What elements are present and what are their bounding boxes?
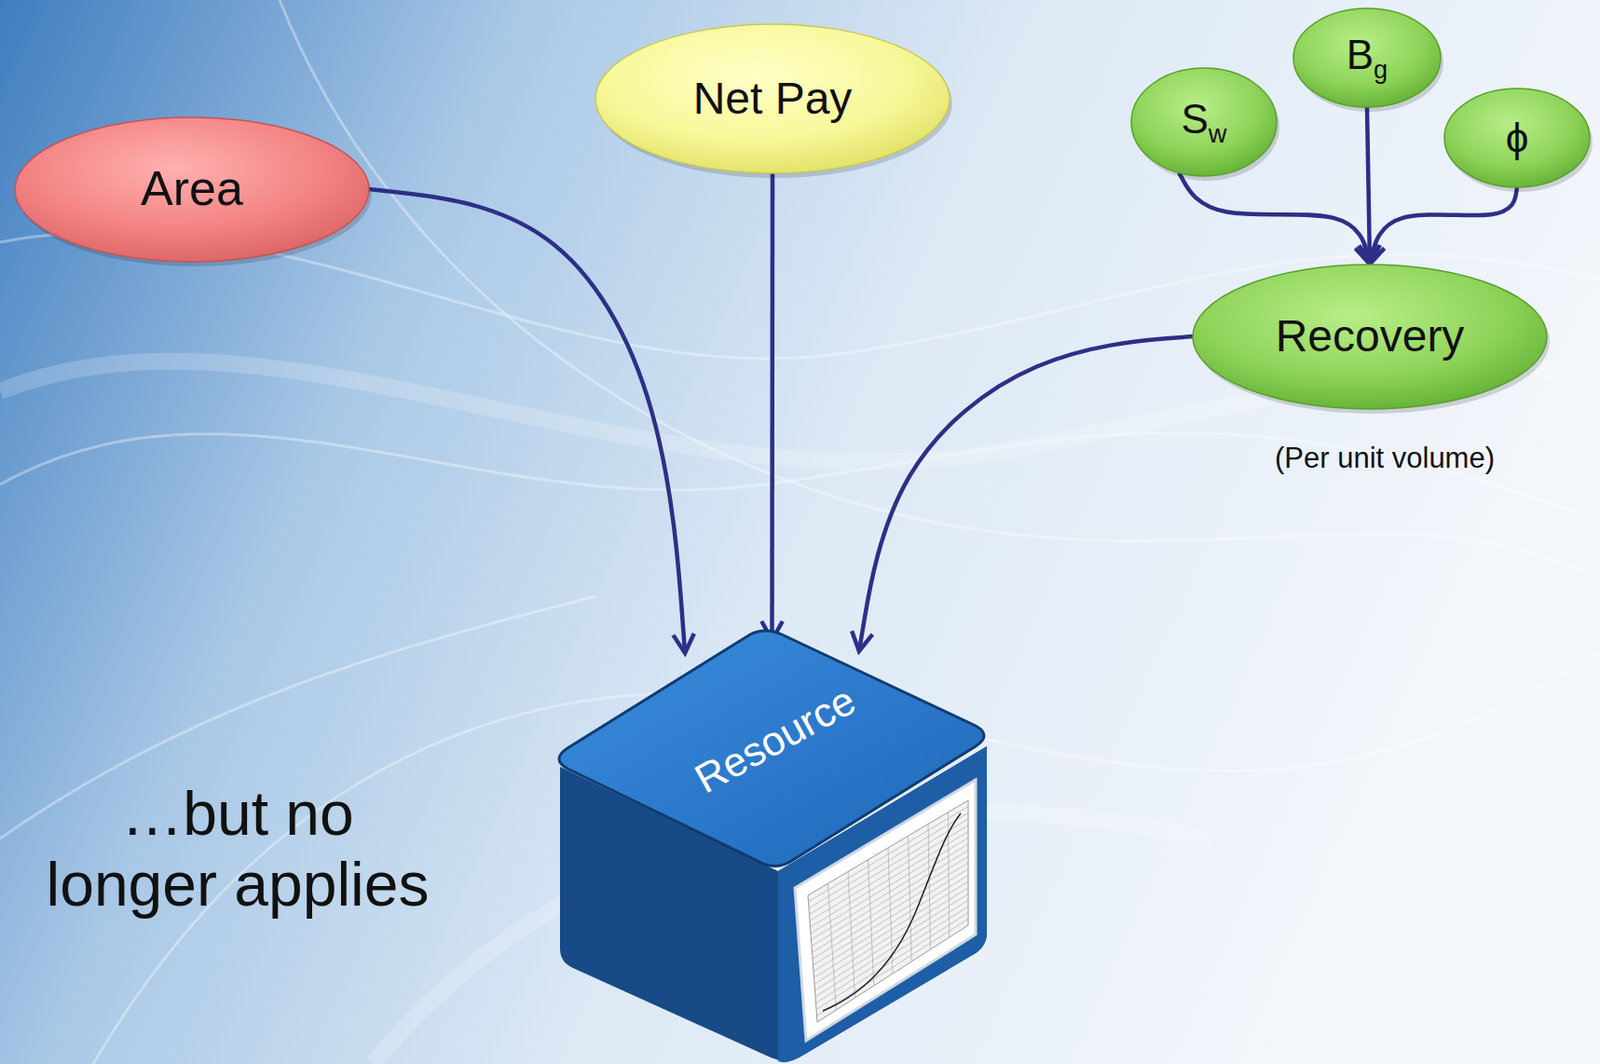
connector-arrow (1369, 187, 1518, 265)
connector-arrow (769, 173, 775, 641)
chart-panel (794, 779, 976, 1041)
area-ellipse: Area (13, 115, 371, 264)
node-text: Recovery (1275, 312, 1465, 362)
connector-arrow (369, 189, 685, 654)
node-text: Net Pay (693, 74, 853, 124)
water-saturation-ellipse: Sw (1129, 66, 1279, 178)
node-text: Area (140, 162, 244, 216)
node-text: ϕ (1505, 115, 1530, 161)
node-text: Sw (1180, 96, 1227, 149)
connector-arrow (1178, 173, 1370, 265)
node-text: Bg (1346, 32, 1389, 84)
resource-box: Resource (554, 627, 990, 1062)
resource-cube (554, 627, 990, 1062)
net-pay-ellipse: Net Pay (593, 22, 952, 176)
recovery-ellipse: Recovery (1190, 262, 1549, 411)
side-note: …but no longer applies (32, 779, 443, 921)
connector-arrow (859, 336, 1193, 652)
connector-arrow (1367, 107, 1370, 265)
note-label: (Per unit volume) (1226, 441, 1544, 476)
porosity-ellipse: ϕ (1442, 86, 1592, 190)
gas-factor-ellipse: Bg (1291, 6, 1443, 110)
